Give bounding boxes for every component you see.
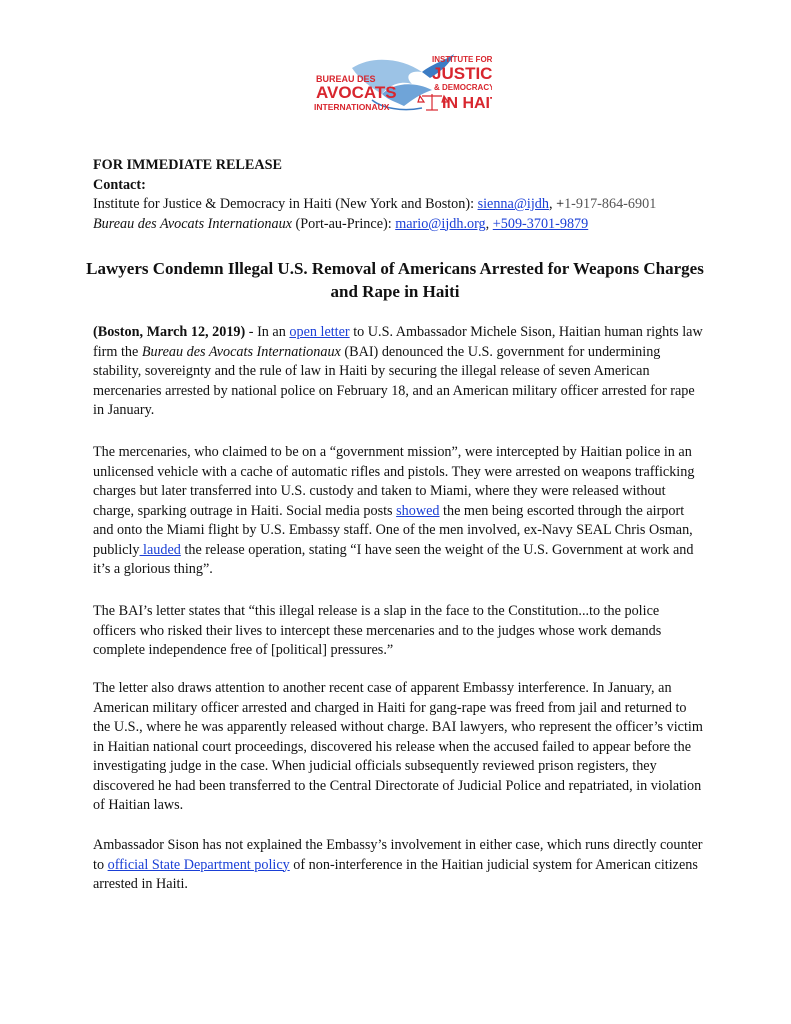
lauded-link[interactable]: lauded bbox=[139, 541, 181, 558]
email-link-sienna[interactable]: sienna@ijdh bbox=[477, 196, 549, 212]
email-link-mario[interactable]: mario@ijdh.org bbox=[395, 215, 486, 232]
paragraph-1: (Boston, March 12, 2019) - In an open le… bbox=[93, 324, 703, 418]
release-label: FOR IMMEDIATE RELEASE bbox=[93, 157, 282, 173]
logo-right-line1: INSTITUTE FOR bbox=[432, 55, 492, 64]
dateline: (Boston, March 12, 2019) bbox=[93, 324, 246, 340]
press-release-title: Lawyers Condemn Illegal U.S. Removal of … bbox=[86, 259, 704, 301]
contact-label: Contact: bbox=[93, 176, 146, 193]
logo-left-line3: INTERNATIONAUX bbox=[314, 102, 390, 112]
phone-link-bai[interactable]: +509-3701-9879 bbox=[492, 215, 589, 232]
contact-line-ijdh: Institute for Justice & Democracy in Hai… bbox=[93, 196, 657, 212]
organization-logos: BUREAU DES AVOCATS INTERNATIONAUX INSTIT… bbox=[312, 50, 492, 120]
contact-line-bai: Bureau des Avocats Internationaux (Port-… bbox=[93, 215, 589, 232]
dove-icon bbox=[352, 54, 454, 111]
bai-logo-text: BUREAU DES AVOCATS INTERNATIONAUX bbox=[314, 74, 397, 112]
scales-of-justice-icon bbox=[417, 94, 450, 111]
logo-right-line2: JUSTICE bbox=[432, 64, 492, 83]
contact-header: FOR IMMEDIATE RELEASE Contact: Institute… bbox=[93, 156, 703, 234]
paragraph-2: The mercenaries, who claimed to be on a … bbox=[93, 444, 695, 577]
paragraph-5: Ambassador Sison has not explained the E… bbox=[93, 837, 703, 892]
logo-right-line4: IN HAITI bbox=[442, 95, 492, 112]
logo-left-line2: AVOCATS bbox=[316, 83, 397, 102]
open-letter-link[interactable]: open letter bbox=[289, 324, 350, 340]
showed-link[interactable]: showed bbox=[396, 502, 440, 519]
phone-ijdh: 1-917-864-6901 bbox=[564, 196, 657, 212]
paragraph-3: The BAI’s letter states that “this illeg… bbox=[93, 603, 662, 658]
paragraph-4: The letter also draws attention to anoth… bbox=[93, 680, 703, 813]
logo-right-line3: & DEMOCRACY bbox=[434, 83, 492, 92]
ijdh-logo-text: INSTITUTE FOR JUSTICE & DEMOCRACY IN HAI… bbox=[432, 55, 492, 112]
logo-left-line1: BUREAU DES bbox=[316, 74, 376, 84]
state-department-policy-link[interactable]: official State Department policy bbox=[107, 856, 290, 873]
